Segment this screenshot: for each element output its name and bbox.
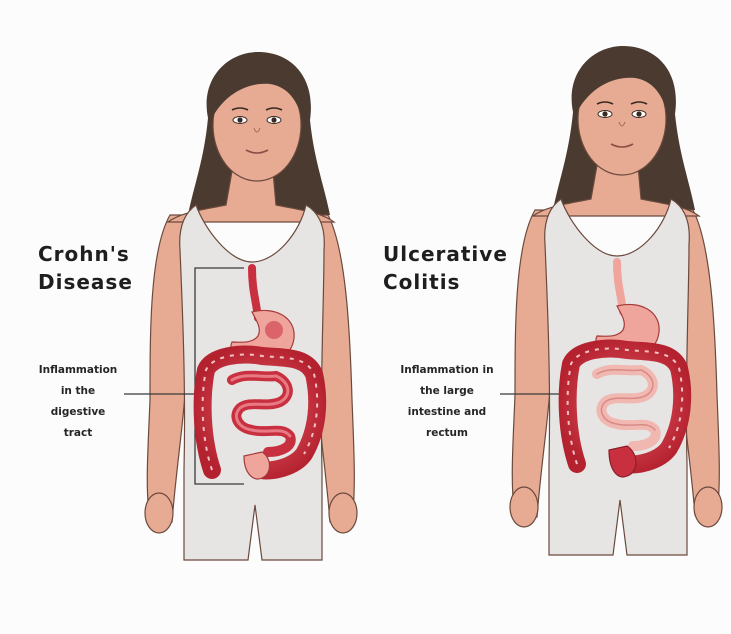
title-ulcerative-colitis: Ulcerative Colitis bbox=[383, 240, 508, 296]
left-hand bbox=[510, 487, 538, 527]
figure-ulcerative-colitis bbox=[500, 46, 722, 555]
right-hand bbox=[694, 487, 722, 527]
right-hand bbox=[329, 493, 357, 533]
figure-crohns bbox=[124, 52, 357, 560]
title-crohns-disease: Crohn's Disease bbox=[38, 240, 133, 296]
annotation-crohns: Inflammation in the digestive tract bbox=[30, 360, 126, 444]
left-hand bbox=[145, 493, 173, 533]
annotation-ulcerative-colitis: Inflammation in the large intestine and … bbox=[392, 360, 502, 444]
